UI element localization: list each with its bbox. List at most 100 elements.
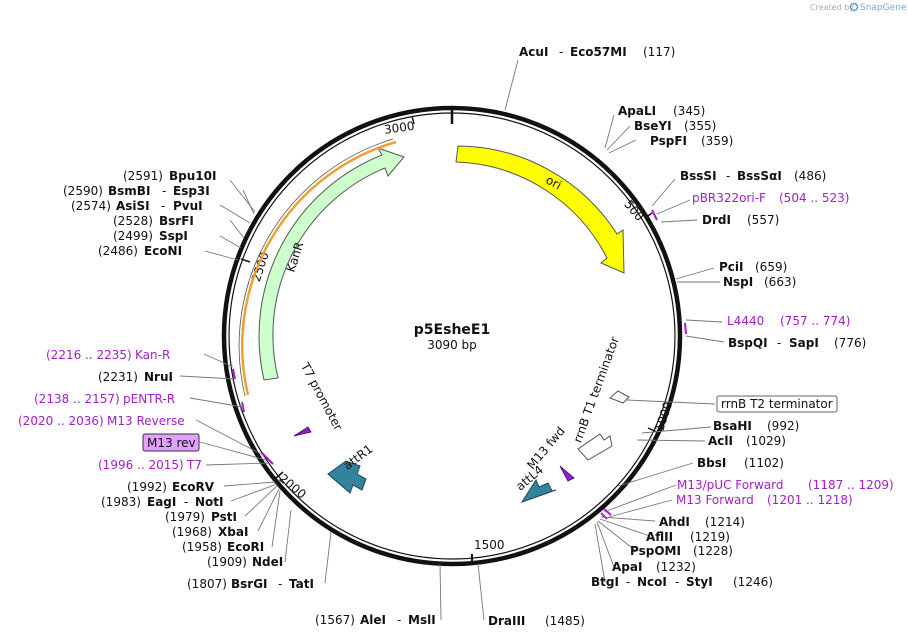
tick-3000: 3000: [383, 119, 415, 137]
site-msli: MslI: [408, 613, 436, 627]
site-nrui: NruI: [144, 370, 173, 384]
site-psti: PstI: [211, 510, 237, 524]
attr1-arrow: [327, 460, 367, 494]
site-alei: AleI: [360, 613, 386, 627]
site-bsrfi: BsrFI: [159, 214, 194, 228]
tick-1500: 1500: [474, 538, 505, 552]
site-drdi: DrdI: [702, 213, 731, 227]
site-bsmbi-pos: (2590): [63, 184, 103, 198]
primer-t7: T7: [186, 458, 202, 472]
rrnbt2-label: rrnB T2 terminator: [721, 397, 833, 411]
site-ndei: NdeI: [252, 555, 283, 569]
primer-l4440: L4440: [727, 314, 764, 328]
leader-lines: [179, 59, 725, 621]
attl4-arrow: [520, 478, 557, 503]
site-bsrgi: BsrGI: [231, 577, 268, 591]
m13fwd-label: M13 fwd: [524, 424, 567, 472]
site-bsssi-dash: -: [726, 169, 730, 183]
site-econi: EcoNI: [144, 244, 182, 258]
site-eco57mi: Eco57MI: [570, 45, 627, 59]
site-bbsi-pos: (1102): [744, 456, 784, 470]
site-ecori-pos: (1958): [182, 540, 222, 554]
site-bspqi: BspQI: [728, 336, 768, 350]
primer-l4440-range: (757 .. 774): [780, 314, 850, 328]
site-bseyi: BseYI: [634, 119, 672, 133]
site-btgi-dash1: -: [626, 575, 630, 589]
site-acli-pos: (1029): [746, 434, 786, 448]
brand-text: SnapGene: [860, 3, 907, 13]
site-acui-pos: (117): [643, 45, 675, 59]
site-bsssai: BssSαI: [737, 169, 782, 183]
site-ahdi: AhdI: [659, 515, 690, 529]
tick-1000: 1000: [652, 400, 675, 433]
primer-pbr322-range: (504 .. 523): [779, 191, 849, 205]
m13fwd-arrow: [559, 465, 575, 482]
plasmid-name: p5EsheE1: [414, 322, 490, 338]
site-acli: AclI: [708, 434, 733, 448]
rrnbt2-leader: [626, 399, 716, 405]
credit-text: Created by: [810, 3, 854, 12]
rrnbt2-box: [716, 395, 838, 413]
site-sspi-pos: (2499): [113, 229, 153, 243]
site-bseyi-pos: (355): [684, 119, 716, 133]
rrnbt1-arrow: [577, 433, 613, 461]
site-draiii: DraIII: [488, 614, 525, 628]
ori-arrow: [455, 145, 625, 274]
site-bbsi: BbsI: [697, 456, 726, 470]
site-noti: NotI: [195, 495, 224, 509]
site-pspfi: PspFI: [650, 134, 687, 148]
site-bsssi-pos: (486): [794, 169, 826, 183]
site-xbai-pos: (1968): [172, 525, 212, 539]
site-nspi-pos: (663): [764, 275, 796, 289]
site-psti-pos: (1979): [165, 510, 205, 524]
site-apali-pos: (345): [673, 104, 705, 118]
primer-pentr: pENTR-R: [123, 392, 175, 406]
kanr-arrow: [258, 147, 405, 381]
site-ncoi: NcoI: [637, 575, 667, 589]
site-sapi: SapI: [789, 336, 819, 350]
site-bsahi: BsaHI: [713, 419, 752, 433]
rrnbt1-label: rrnB T1 terminator: [571, 335, 622, 445]
site-draiii-pos: (1485): [545, 614, 585, 628]
site-pcii: PciI: [719, 260, 744, 274]
primer-m13fwd-range: (1201 .. 1218): [767, 493, 853, 507]
site-apai-pos: (1232): [656, 560, 696, 574]
site-ahdi-pos: (1214): [705, 515, 745, 529]
ori-label: ori: [543, 173, 563, 193]
rrnbt2-arrow: [609, 390, 630, 404]
site-bpu10i-pos: (2591): [123, 169, 163, 183]
t7promoter-arrow: [293, 426, 312, 437]
m13rev-box: [142, 433, 200, 452]
site-apali: ApaLI: [618, 104, 656, 118]
kanr-orf-outline: [238, 138, 394, 397]
site-esp3i: Esp3I: [173, 184, 210, 198]
site-bsrgi-dash: -: [278, 577, 282, 591]
site-apai: ApaI: [612, 560, 642, 574]
site-bspqi-pos: (776): [834, 336, 866, 350]
site-ecorv: EcoRV: [172, 480, 215, 494]
primer-m13puc-range: (1187 .. 1209): [808, 478, 894, 492]
site-pspfi-pos: (359): [701, 134, 733, 148]
site-pspomi-pos: (1228): [693, 544, 733, 558]
site-acui-dash: -: [559, 45, 563, 59]
t7promoter-label: T7 promoter: [298, 360, 346, 433]
site-eagi-pos: (1983): [101, 495, 141, 509]
site-sspi: SspI: [159, 229, 188, 243]
kanr-orf-arc: [240, 140, 397, 396]
site-asisi-pos: (2574): [71, 199, 111, 213]
site-bspqi-dash: -: [777, 336, 781, 350]
site-pcii-pos: (659): [755, 260, 787, 274]
site-bsmbi: BsmBI: [108, 184, 150, 198]
site-pvui: PvuI: [173, 199, 203, 213]
primer-pbr322: pBR322ori-F: [692, 191, 766, 205]
primer-kanr-range: (2216 .. 2235): [46, 348, 132, 362]
site-econi-pos: (2486): [98, 244, 138, 258]
site-bsrgi-pos: (1807): [187, 577, 227, 591]
site-bsmbi-dash: -: [162, 184, 166, 198]
site-tati: TatI: [289, 577, 314, 591]
site-nrui-pos: (2231): [98, 370, 138, 384]
site-btgi-pos: (1246): [733, 575, 773, 589]
primer-m13fwd: M13 Forward: [676, 493, 754, 507]
site-bsssi: BssSI: [680, 169, 717, 183]
